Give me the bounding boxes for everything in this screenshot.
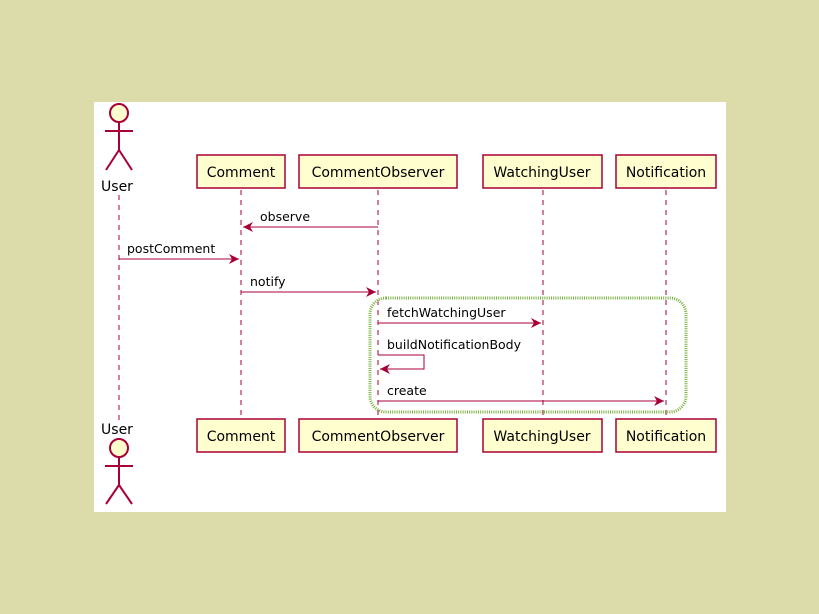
participant-notification-bottom-label: Notification (626, 429, 706, 445)
highlight-region (368, 296, 688, 414)
participant-comment-observer-bottom-label: CommentObserver (312, 429, 445, 445)
message-post-comment: postComment (119, 241, 239, 264)
message-notify-label: notify (250, 274, 286, 289)
message-create: create (378, 383, 664, 406)
message-build-notification-body: buildNotificationBody (378, 337, 522, 374)
participant-notification-top: Notification (615, 154, 717, 189)
actor-user-top-label: User (101, 179, 133, 195)
participant-comment-observer-top-label: CommentObserver (312, 165, 445, 181)
participant-comment-top-label: Comment (207, 165, 276, 181)
participant-comment-observer-top: CommentObserver (298, 154, 458, 189)
participant-watching-user-bottom-label: WatchingUser (493, 429, 590, 445)
participant-notification-top-label: Notification (626, 165, 706, 181)
participant-comment-bottom-label: Comment (207, 429, 276, 445)
message-observe: observe (243, 209, 378, 232)
message-notify: notify (241, 274, 376, 297)
participant-watching-user-bottom: WatchingUser (482, 418, 603, 453)
participant-comment-top: Comment (196, 154, 286, 189)
actor-user-bottom-label: User (101, 422, 133, 438)
participant-comment-bottom: Comment (196, 418, 286, 453)
actor-user-bottom-icon (105, 438, 133, 505)
participant-watching-user-top-label: WatchingUser (493, 165, 590, 181)
message-build-notification-body-label: buildNotificationBody (387, 337, 522, 352)
actor-user-top-icon (105, 103, 133, 171)
participant-watching-user-top: WatchingUser (482, 154, 603, 189)
message-fetch-watching-user-label: fetchWatchingUser (387, 305, 506, 320)
message-create-label: create (387, 383, 427, 398)
participant-notification-bottom: Notification (615, 418, 717, 453)
message-fetch-watching-user: fetchWatchingUser (378, 305, 541, 328)
message-post-comment-label: postComment (127, 241, 215, 256)
message-observe-label: observe (260, 209, 310, 224)
participant-comment-observer-bottom: CommentObserver (298, 418, 458, 453)
